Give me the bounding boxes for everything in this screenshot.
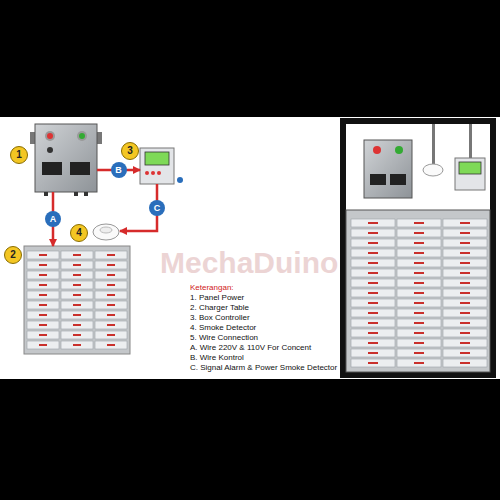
watermark: MechaDuino <box>160 246 338 280</box>
component-box: 2 <box>24 246 130 354</box>
wire-letter: A <box>45 211 61 227</box>
top-band <box>0 0 500 117</box>
note-line: 2. Charger Table <box>190 303 337 313</box>
panel-power-picture <box>30 124 102 196</box>
charger-table-picture <box>24 246 130 354</box>
note-line: 1. Panel Power <box>190 293 337 303</box>
note-line: 5. Wire Connection <box>190 333 337 343</box>
component-box: 4 <box>92 222 120 240</box>
callout-number: 1 <box>10 146 28 164</box>
smoke-detector-picture <box>93 224 119 240</box>
callout-number: 4 <box>70 224 88 242</box>
bottom-band <box>0 379 500 500</box>
frame-illustration <box>340 118 496 378</box>
note-line: 4. Smoke Detector <box>190 323 337 333</box>
callout-number: 3 <box>121 142 139 160</box>
callout-number: 2 <box>4 246 22 264</box>
note-line: B. Wire Kontrol <box>190 353 337 363</box>
legend-notes: Keterangan:1. Panel Power2. Charger Tabl… <box>190 283 337 373</box>
note-line: C. Signal Alarm & Power Smoke Detector <box>190 363 337 373</box>
note-line: 3. Box Controller <box>190 313 337 323</box>
wire-letter: C <box>149 200 165 216</box>
notes-heading: Keterangan: <box>190 283 337 293</box>
note-line: A. Wire 220V & 110V For Concent <box>190 343 337 353</box>
component-box: 1 <box>35 124 97 192</box>
component-box: 3 <box>140 148 174 184</box>
box-controller-picture <box>140 148 183 184</box>
wire-letter: B <box>111 162 127 178</box>
